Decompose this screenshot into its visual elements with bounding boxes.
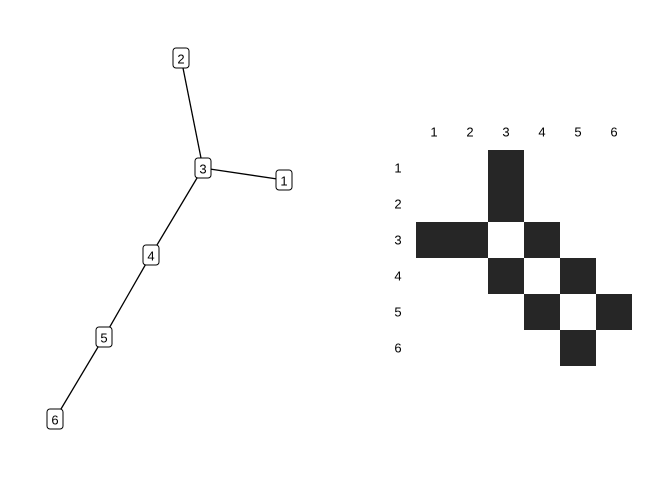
node-1: 1 — [275, 169, 293, 191]
matrix-column-labels: 1 2 3 4 5 6 — [430, 125, 617, 140]
node-label: 5 — [100, 331, 107, 346]
node-label: 6 — [51, 413, 58, 428]
matrix-cell-2-3 — [488, 186, 524, 222]
node-3: 3 — [194, 157, 212, 179]
edge-5-6 — [54, 336, 105, 420]
edge-3-4 — [150, 167, 204, 256]
matrix-column-label: 1 — [430, 125, 437, 140]
matrix-column-label: 5 — [574, 125, 581, 140]
matrix-row-label: 5 — [394, 305, 401, 320]
matrix-column-label: 3 — [502, 125, 509, 140]
matrix-cell-4-3 — [488, 258, 524, 294]
node-box — [172, 47, 190, 69]
matrix-cell-5-6 — [596, 294, 632, 330]
network-nodes: 1 2 3 4 5 6 — [46, 47, 293, 430]
node-label: 3 — [199, 162, 206, 177]
adjacency-matrix: 1 2 3 4 5 6 1 2 3 4 5 6 — [394, 125, 632, 366]
matrix-cell-4-5 — [560, 258, 596, 294]
edge-4-5 — [103, 254, 152, 338]
matrix-cells — [416, 150, 632, 366]
matrix-row-label: 6 — [394, 341, 401, 356]
matrix-cell-3-1 — [416, 222, 452, 258]
node-box — [194, 157, 212, 179]
matrix-cell-3-4 — [524, 222, 560, 258]
node-label: 1 — [280, 174, 287, 189]
matrix-row-label: 3 — [394, 233, 401, 248]
matrix-cell-5-4 — [524, 294, 560, 330]
matrix-cell-6-5 — [560, 330, 596, 366]
matrix-row-labels: 1 2 3 4 5 6 — [394, 161, 401, 356]
node-box — [95, 326, 113, 348]
node-label: 4 — [147, 249, 154, 264]
matrix-column-label: 4 — [538, 125, 545, 140]
node-box — [142, 244, 160, 266]
matrix-row-label: 4 — [394, 269, 401, 284]
edge-3-2 — [180, 57, 204, 169]
node-2: 2 — [172, 47, 190, 69]
node-4: 4 — [142, 244, 160, 266]
matrix-column-label: 6 — [610, 125, 617, 140]
node-5: 5 — [95, 326, 113, 348]
node-box — [46, 408, 64, 430]
network-graph: 1 2 3 4 5 6 — [46, 47, 293, 430]
network-edges — [54, 57, 285, 420]
node-label: 2 — [177, 52, 184, 67]
matrix-cell-3-2 — [452, 222, 488, 258]
matrix-column-label: 2 — [466, 125, 473, 140]
node-box — [275, 169, 293, 191]
edge-3-1 — [202, 167, 285, 181]
matrix-row-label: 2 — [394, 197, 401, 212]
node-6: 6 — [46, 408, 64, 430]
matrix-row-label: 1 — [394, 161, 401, 176]
matrix-cell-1-3 — [488, 150, 524, 186]
